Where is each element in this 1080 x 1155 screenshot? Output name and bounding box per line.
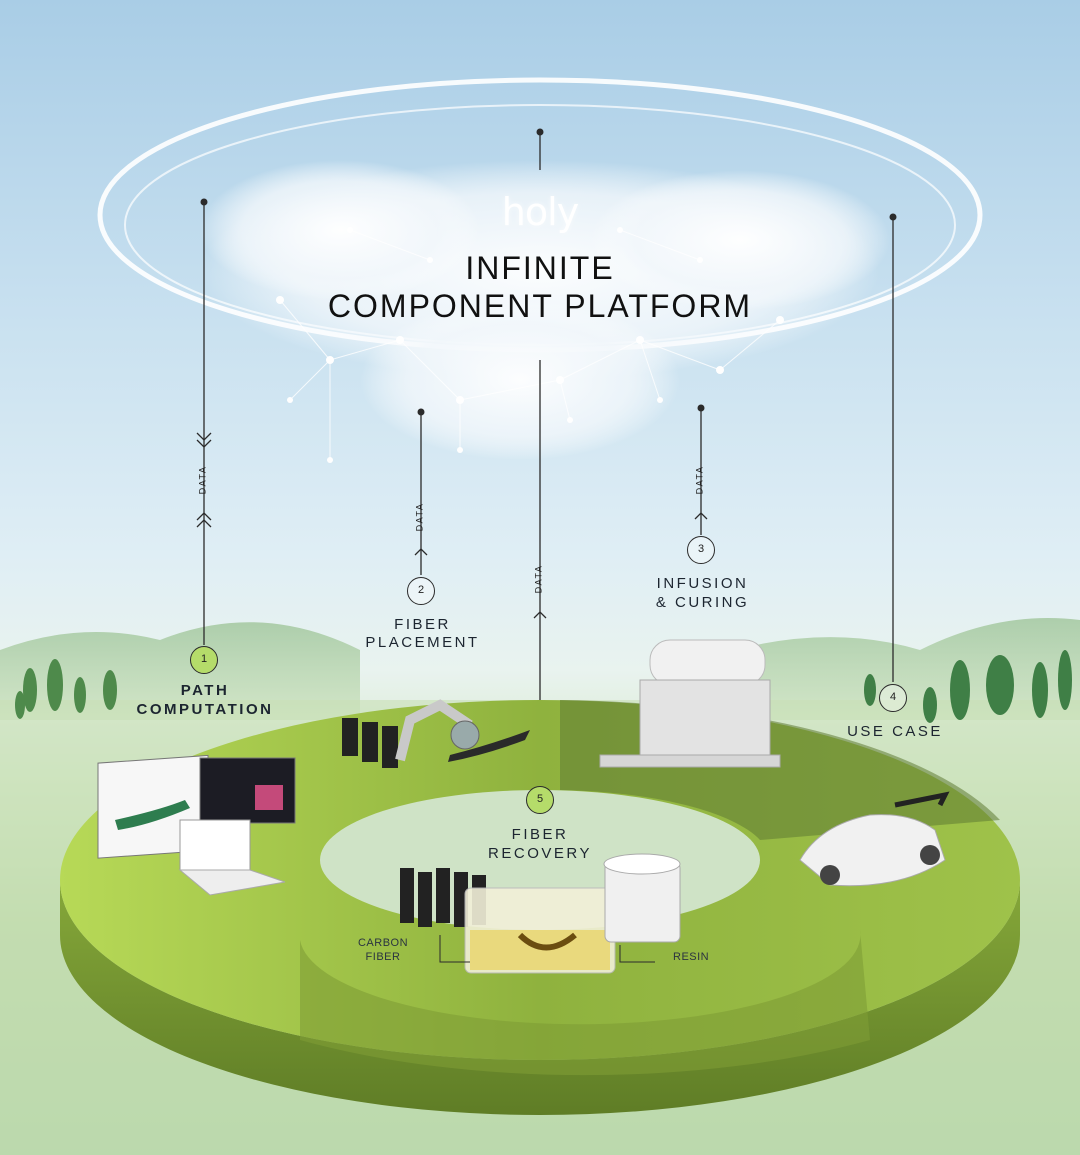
data-label-3: DATA [694, 465, 705, 495]
step-4-label: USE CASE [847, 723, 943, 740]
arrow-chevrons [196, 432, 708, 619]
curing-machine-illustration [599, 639, 781, 768]
step-2-badge: 2 [407, 577, 435, 605]
step-1-badge: 1 [190, 646, 218, 674]
data-label-5: DATA [533, 564, 544, 594]
data-label-1: DATA [197, 465, 208, 495]
step-2-label-line2: PLACEMENT [365, 634, 480, 651]
step-5-label-line1: FIBER [511, 826, 569, 843]
step-3-badge: 3 [687, 536, 715, 564]
step-3-label-line2: & CURING [655, 594, 750, 611]
network-nodes [276, 227, 784, 463]
connector-dots [200, 128, 897, 416]
step-2-label-line1: FIBER [394, 616, 451, 633]
trees-left [15, 659, 117, 719]
cloud-left [200, 160, 480, 300]
cloud-lower [360, 300, 680, 460]
step-5-badge: 5 [526, 786, 554, 814]
step-1-label-line1: PATH [180, 682, 230, 699]
step-3-label-line1: INFUSION [656, 575, 749, 592]
monitors-illustration [97, 754, 296, 896]
car-illustration [799, 791, 950, 887]
step-1-label-line2: COMPUTATION [136, 701, 274, 718]
title-line2: COMPONENT PLATFORM [327, 288, 753, 324]
step-4-badge: 4 [879, 684, 907, 712]
carbon-label-line2: FIBER [365, 951, 401, 963]
holy-logo: holy [501, 190, 579, 234]
robot-arm-illustration [342, 699, 530, 768]
title-line1: INFINITE [465, 250, 615, 286]
trees-right [864, 650, 1072, 723]
cloud-right [590, 170, 890, 310]
network-lines [279, 229, 781, 460]
data-label-2: DATA [414, 502, 425, 532]
resin-label: RESIN [673, 951, 710, 963]
carbon-label-line1: CARBON [357, 937, 409, 949]
ring-segment-front [300, 930, 870, 1076]
hills-right [700, 618, 1080, 720]
hills-left [0, 622, 360, 720]
step-5-label-line2: RECOVERY [488, 845, 592, 862]
material-brackets [439, 935, 655, 963]
recovery-illustration [400, 853, 681, 974]
